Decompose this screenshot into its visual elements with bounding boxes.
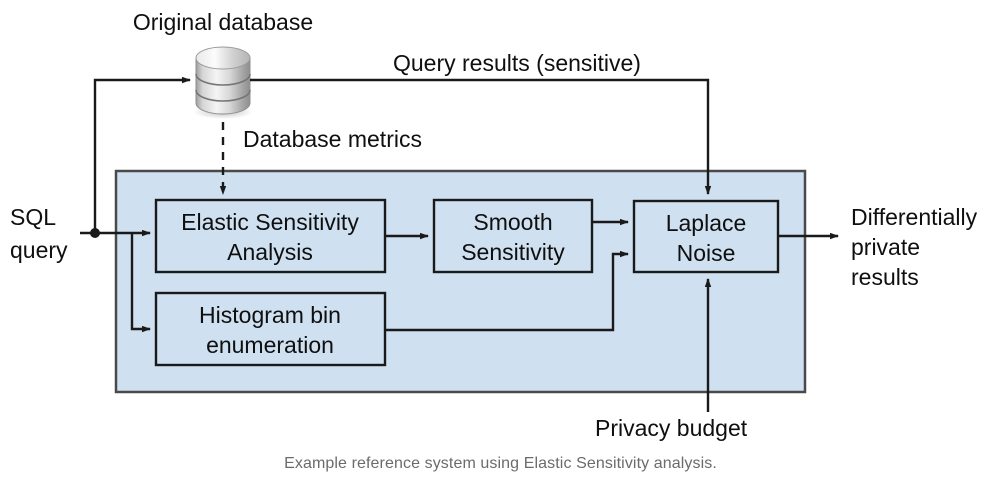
original-database-icon	[193, 46, 253, 119]
figure-caption: Example reference system using Elastic S…	[284, 455, 717, 472]
dp-results-label-line3: results	[851, 264, 919, 290]
system-architecture-diagram: Original database SQL query Database met…	[10, 9, 978, 441]
edge-sql-query-to-database	[93, 76, 191, 233]
box-laplace-noise-line2: Noise	[677, 240, 736, 266]
box-smooth-sensitivity-line1: Smooth	[473, 209, 552, 235]
box-histogram-bin-line1: Histogram bin	[199, 302, 341, 328]
edge-query-results-sensitive	[250, 78, 712, 195]
box-elastic-sensitivity-line1: Elastic Sensitivity	[181, 209, 359, 235]
box-laplace-noise-line1: Laplace	[666, 210, 747, 236]
edge-sql-query-to-histogram-bin	[130, 233, 151, 333]
box-elastic-sensitivity[interactable]: Elastic Sensitivity Analysis	[154, 198, 387, 274]
box-smooth-sensitivity[interactable]: Smooth Sensitivity	[432, 198, 594, 274]
privacy-budget-label: Privacy budget	[595, 415, 748, 441]
box-elastic-sensitivity-line2: Analysis	[227, 239, 313, 265]
box-laplace-noise[interactable]: Laplace Noise	[632, 199, 780, 274]
box-histogram-bin-enumeration[interactable]: Histogram bin enumeration	[154, 291, 387, 367]
dp-results-label-line2: private	[851, 234, 920, 260]
database-metrics-label: Database metrics	[243, 126, 422, 152]
query-results-label: Query results (sensitive)	[393, 50, 641, 76]
original-database-label: Original database	[133, 9, 313, 35]
box-histogram-bin-line2: enumeration	[206, 332, 334, 358]
edge-histogram-to-laplace	[385, 250, 629, 332]
sql-query-label-line2: query	[10, 237, 68, 263]
dp-results-label-line1: Differentially	[851, 204, 978, 230]
sql-query-label-line1: SQL	[10, 204, 56, 230]
box-smooth-sensitivity-line2: Sensitivity	[461, 239, 565, 265]
